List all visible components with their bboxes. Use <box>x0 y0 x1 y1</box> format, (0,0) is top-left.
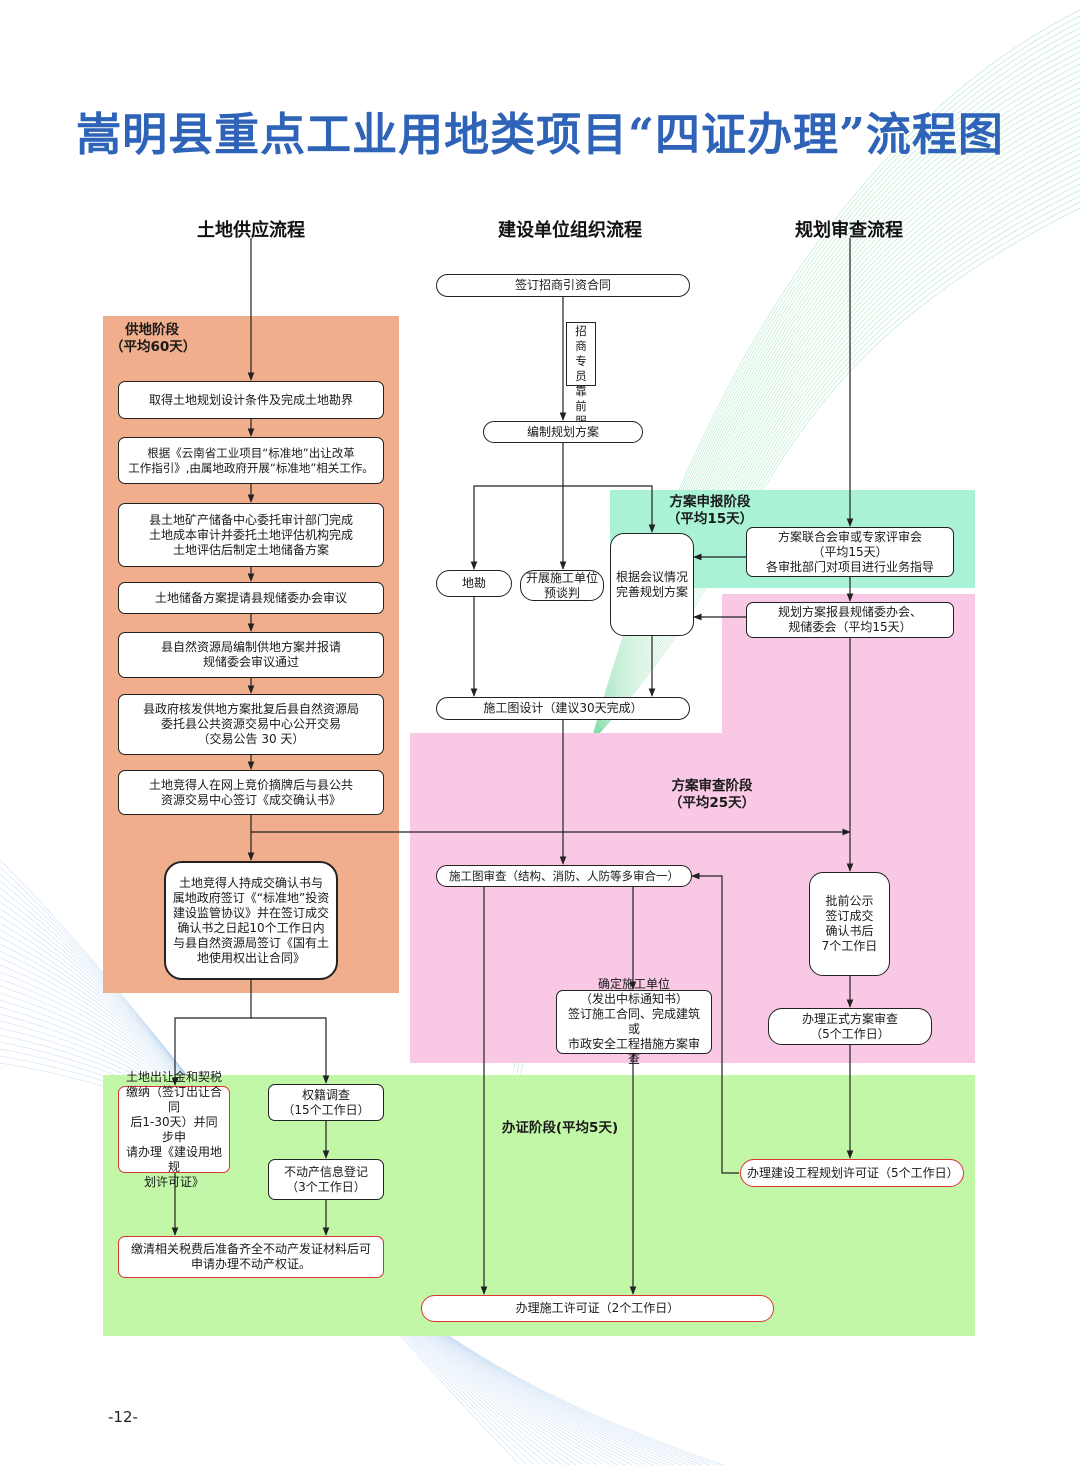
step-deal-confirmation: 土地竞得人在网上竞价摘牌后与县公共 资源交易中心签订《成交确认书》 <box>118 770 384 815</box>
stage-label-review: 方案审查阶段 （平均25天） <box>668 778 756 811</box>
step-pre-approval-notice: 批前公示 签订成交 确认书后 7个工作日 <box>809 872 890 976</box>
step-title-survey: 权籍调查 （15个工作日） <box>268 1084 384 1121</box>
stage-label-cert: 办证阶段(平均5天) <box>501 1120 619 1136</box>
step-land-reserve-plan: 县土地矿产储备中心委托审计部门完成 土地成本审计并委托土地评估机构完成 土地评估… <box>118 503 384 567</box>
step-investment-contract: 签订招商引资合同 <box>436 274 690 297</box>
step-property-registration: 不动产信息登记 （3个工作日） <box>268 1159 384 1200</box>
stage-label-submit: 方案申报阶段 （平均15天） <box>666 494 754 527</box>
step-construction-permit: 办理施工许可证（2个工作日） <box>421 1295 774 1322</box>
step-formal-plan-review: 办理正式方案审查 （5个工作日） <box>768 1008 932 1045</box>
page-title: 嵩明县重点工业用地类项目“四证办理”流程图 <box>76 108 1004 161</box>
step-reserve-review: 土地储备方案提请县规储委办会审议 <box>118 582 384 614</box>
page-number: -12- <box>108 1408 138 1426</box>
step-plan-drafting: 编制规划方案 <box>483 421 643 443</box>
column-title-build: 建设单位组织流程 <box>498 220 642 241</box>
step-standard-land-work: 根据《云南省工业项目“标准地”出让改革 工作指引》,由属地政府开展“标准地”相关… <box>118 437 384 484</box>
step-contractor-negotiation: 开展施工单位 预谈判 <box>520 570 604 601</box>
step-drawing-review: 施工图审查（结构、消防、人防等多审合一） <box>436 865 692 887</box>
step-contractor-selection: 确定施工单位 （发出中标通知书） 签订施工合同、完成建筑或 市政安全工程措施方案… <box>556 977 712 1066</box>
step-refine-plan: 根据会议情况 完善规划方案 <box>610 533 694 636</box>
stage-label-supply: 供地阶段 （平均60天） <box>110 322 197 355</box>
step-construction-drawing: 施工图设计（建议30天完成） <box>436 697 690 720</box>
step-planning-permit: 办理建设工程规划许可证（5个工作日） <box>740 1159 964 1187</box>
step-geo-survey: 地勘 <box>436 570 512 597</box>
column-title-plan: 规划审查流程 <box>795 220 903 241</box>
column-title-land: 土地供应流程 <box>197 220 305 241</box>
step-land-fee-payment: 土地出让金和契税 缴纳（签订出让合同 后1-30天）并同步申 请办理《建设用地规… <box>118 1070 230 1189</box>
step-land-survey: 取得土地规划设计条件及完成土地勘界 <box>118 381 384 419</box>
step-property-certificate: 缴清相关税费后准备齐全不动产发证材料后可 申请办理不动产权证。 <box>118 1236 384 1278</box>
zone-cert <box>103 1075 975 1336</box>
step-committee-review: 规划方案报县规储委办会、 规储委会（平均15天） <box>746 602 954 638</box>
step-joint-review: 方案联合会审或专家评审会 （平均15天） 各审批部门对项目进行业务指导 <box>746 527 954 577</box>
step-supply-plan: 县自然资源局编制供地方案并报请 规储委会审议通过 <box>118 632 384 678</box>
step-transfer-contract: 土地竞得人持成交确认书与 属地政府签订《“标准地”投资 建设监管协议》并在签订成… <box>164 861 338 980</box>
step-public-trade: 县政府核发供地方案批复后县自然资源局 委托县公共资源交易中心公开交易 （交易公告… <box>118 694 384 755</box>
note-investment-service: 招 商 专 员 靠 前 服 务 <box>566 322 596 443</box>
